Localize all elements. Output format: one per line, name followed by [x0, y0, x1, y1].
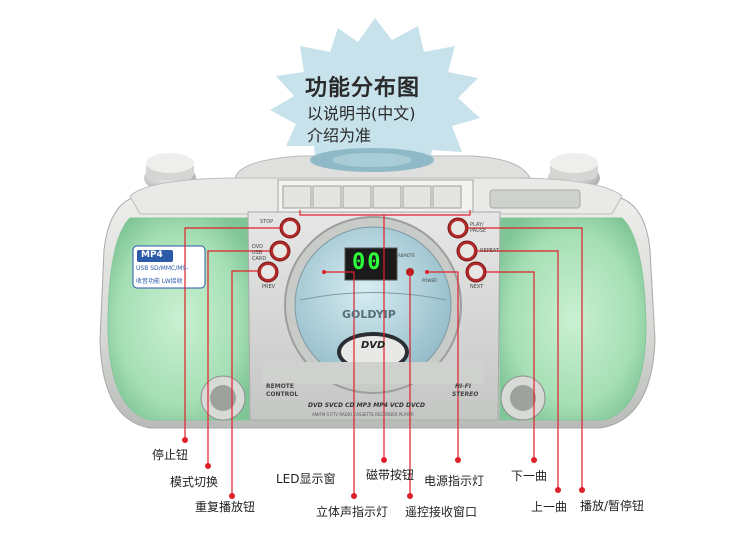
label-next: 下一曲 — [511, 469, 548, 483]
label-mode: 模式切换 — [170, 475, 219, 489]
format-list: DVD SVCD CD MP3 MP4 VCD DVCD — [308, 402, 425, 409]
callout-title: 功能分布图 — [305, 76, 421, 101]
btn-mode-label: DVD USB CARD — [252, 244, 267, 262]
label-tape: 磁带按钮 — [366, 468, 415, 482]
remote-control-text-2: CONTROL — [266, 391, 299, 398]
callout-burst — [270, 18, 480, 188]
label-play: 播放/暂停钮 — [580, 499, 645, 513]
btn-stop-label: STOP — [260, 219, 274, 225]
right-speaker — [499, 217, 647, 421]
label-remote: 遥控接收窗口 — [405, 505, 478, 519]
label-led: LED显示窗 — [276, 472, 336, 486]
btn-prev-label: PREV — [262, 284, 276, 290]
btn-play-label: PLAY/ PAUSE — [470, 222, 487, 234]
label-prev: 上一曲 — [531, 500, 568, 514]
remote-small-label: REMOTE — [398, 253, 415, 258]
btn-next-label: NEXT — [470, 284, 484, 290]
badge-radio: 收音功能 LW接收 — [136, 278, 183, 285]
remote-control-text-1: REMOTE — [266, 383, 294, 390]
label-stereo: 立体声指示灯 — [316, 505, 389, 519]
dvd-logo: DVD — [361, 340, 386, 351]
label-stop: 停止钮 — [152, 448, 189, 462]
label-power: 电源指示灯 — [424, 474, 485, 488]
hifi-text-2: STEREO — [452, 391, 479, 398]
badge-usb: USB SD/MMC/MS- — [136, 265, 189, 272]
format-sublist: AM/FM ST/TV RADIO CASSETTE RECORDER PLAY… — [312, 412, 414, 417]
badge-mp4: MP4 — [141, 250, 163, 260]
hifi-text-1: HI-FI — [455, 383, 472, 390]
callout-line-2: 介绍为准 — [307, 126, 372, 145]
power-small-label: POWER — [422, 278, 437, 283]
callout-lines — [184, 210, 583, 496]
brand-logo: GOLDYIP — [342, 308, 396, 321]
btn-repeat-label: REPEAT — [480, 248, 499, 254]
label-repeat: 重复播放钮 — [195, 500, 256, 514]
callout-line-1: 以说明书(中文) — [307, 104, 416, 123]
led-digits: 00 — [352, 250, 383, 275]
